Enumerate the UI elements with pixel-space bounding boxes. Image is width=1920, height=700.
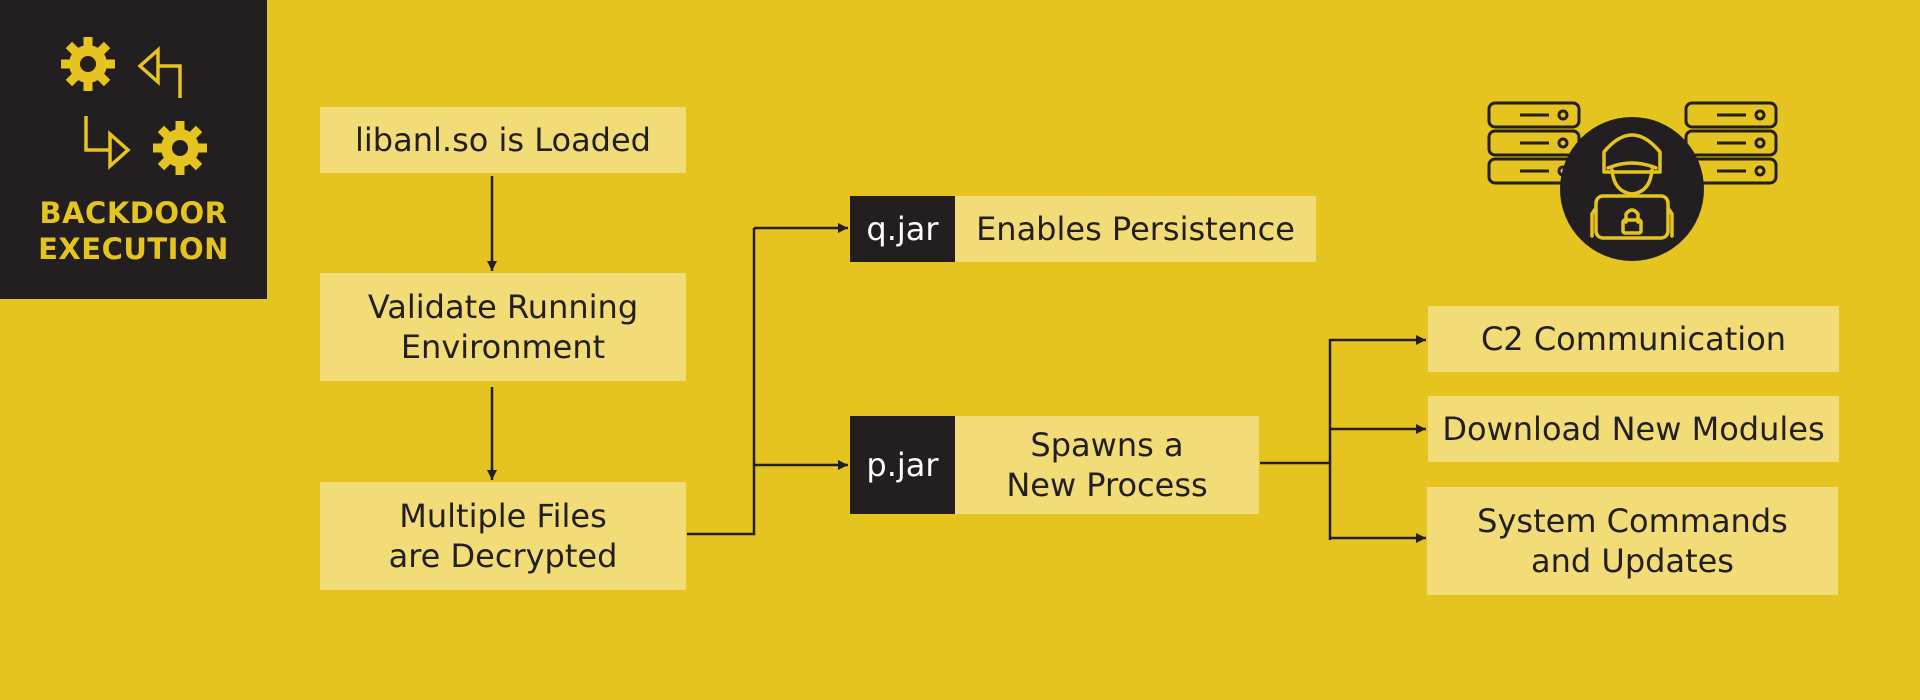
step-decrypt-label-line1: Multiple Files xyxy=(399,497,607,535)
p-jar-description-line1: Spawns a xyxy=(1030,426,1184,464)
diagram-title-line1: BACKDOOR xyxy=(39,196,228,230)
q-jar-tag-label: q.jar xyxy=(866,210,939,248)
diagram-title: BACKDOOR EXECUTION xyxy=(0,195,267,267)
p-jar-description-line2: New Process xyxy=(1006,466,1208,504)
step-decrypt-label-line2: are Decrypted xyxy=(388,537,618,575)
outcome-c2-communication: C2 Communication xyxy=(1428,306,1839,372)
p-jar-tag: p.jar xyxy=(850,416,955,514)
step-validate-label-line2: Environment xyxy=(400,328,606,366)
step-validate-label-line1: Validate Running xyxy=(367,288,639,326)
connector-decrypt-branch xyxy=(687,228,756,536)
return-arrow-icon xyxy=(137,46,182,98)
outcome-c2-label: C2 Communication xyxy=(1480,320,1787,358)
gear-icon xyxy=(153,121,207,175)
title-panel: BACKDOOR EXECUTION xyxy=(0,0,267,299)
title-icon-group xyxy=(61,37,207,175)
step-library-loaded: libanl.so is Loaded xyxy=(320,107,686,173)
outcome-commands-line2: and Updates xyxy=(1531,542,1734,580)
p-jar-tag-label: p.jar xyxy=(866,446,939,484)
outcome-modules-label: Download New Modules xyxy=(1442,410,1825,448)
outcome-system-commands: System Commands and Updates xyxy=(1427,487,1838,595)
q-jar-description: Enables Persistence xyxy=(955,196,1316,262)
hacker-laptop-icon xyxy=(1560,117,1704,261)
step-files-decrypted: Multiple Files are Decrypted xyxy=(320,482,686,590)
turn-right-arrow-icon xyxy=(84,116,131,170)
q-jar-tag: q.jar xyxy=(850,196,955,262)
outcome-download-modules: Download New Modules xyxy=(1428,396,1839,462)
step-validate-environment: Validate Running Environment xyxy=(320,273,686,381)
q-jar-description-label: Enables Persistence xyxy=(976,210,1295,248)
p-jar-description: Spawns a New Process xyxy=(955,416,1259,514)
gear-icon xyxy=(61,37,115,91)
outcome-commands-line1: System Commands xyxy=(1477,502,1788,540)
diagram-title-line2: EXECUTION xyxy=(38,232,229,266)
step-library-loaded-label: libanl.so is Loaded xyxy=(355,121,651,159)
